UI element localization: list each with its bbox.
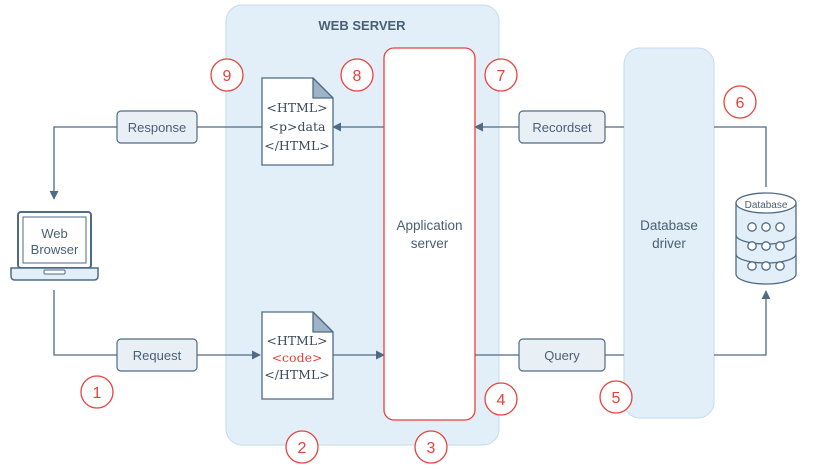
step-badge-7: 7 xyxy=(484,58,518,92)
web-browser-laptop-icon: Web Browser xyxy=(10,211,99,281)
step-number-1: 1 xyxy=(93,385,102,402)
step-badge-3: 3 xyxy=(414,430,448,464)
step-number-5: 5 xyxy=(612,390,621,407)
html-output-document-icon: <HTML> <p>data </HTML> xyxy=(261,77,334,166)
doc-top-line2: <p>data xyxy=(269,119,326,134)
doc-bottom-line3: </HTML> xyxy=(264,367,330,382)
line-database-to-driver xyxy=(714,126,767,187)
application-server-label-line2: server xyxy=(411,236,449,251)
web-server-title: WEB SERVER xyxy=(318,18,406,33)
html-code-document-icon: <HTML> <code> </HTML> xyxy=(261,311,334,400)
database-cylinder-icon xyxy=(735,192,797,285)
step-number-6: 6 xyxy=(736,95,745,112)
line-browser-to-request xyxy=(53,290,117,356)
arrow-driver-to-database xyxy=(714,290,771,356)
doc-bottom-line1: <HTML> xyxy=(266,333,327,348)
step-badge-9: 9 xyxy=(210,58,244,92)
application-server-label-line1: Application xyxy=(396,218,462,233)
step-badge-6: 6 xyxy=(723,85,757,119)
step-badge-8: 8 xyxy=(340,58,374,92)
web-browser-label-line1: Web xyxy=(41,226,68,241)
request-box: Request xyxy=(116,338,198,372)
database-driver-panel xyxy=(623,47,715,419)
step-number-7: 7 xyxy=(497,68,506,85)
recordset-label: Recordset xyxy=(532,120,592,135)
application-server-box xyxy=(383,47,476,421)
web-browser-label-line2: Browser xyxy=(31,242,79,257)
query-label: Query xyxy=(544,348,580,363)
doc-bottom-line2: <code> xyxy=(272,350,323,365)
step-badge-4: 4 xyxy=(484,382,518,416)
step-badges: 1 2 3 4 5 6 7 8 xyxy=(80,58,757,464)
response-label: Response xyxy=(128,120,187,135)
step-number-2: 2 xyxy=(298,440,307,457)
step-badge-1: 1 xyxy=(80,375,114,409)
connectors xyxy=(49,122,771,360)
step-number-9: 9 xyxy=(223,68,232,85)
response-box: Response xyxy=(116,110,198,144)
database-label: Database xyxy=(745,200,788,211)
step-number-4: 4 xyxy=(497,392,506,409)
database-driver-label-line2: driver xyxy=(652,236,686,251)
request-label: Request xyxy=(133,348,182,363)
query-box: Query xyxy=(518,338,606,372)
step-number-3: 3 xyxy=(427,440,436,457)
doc-top-line3: </HTML> xyxy=(264,138,330,153)
arrow-response-to-browser xyxy=(49,126,117,200)
step-badge-2: 2 xyxy=(285,430,319,464)
step-badge-5: 5 xyxy=(599,380,633,414)
database-driver-label-line1: Database xyxy=(640,218,698,233)
step-number-8: 8 xyxy=(353,68,362,85)
doc-top-line1: <HTML> xyxy=(266,100,327,115)
recordset-box: Recordset xyxy=(518,110,606,144)
